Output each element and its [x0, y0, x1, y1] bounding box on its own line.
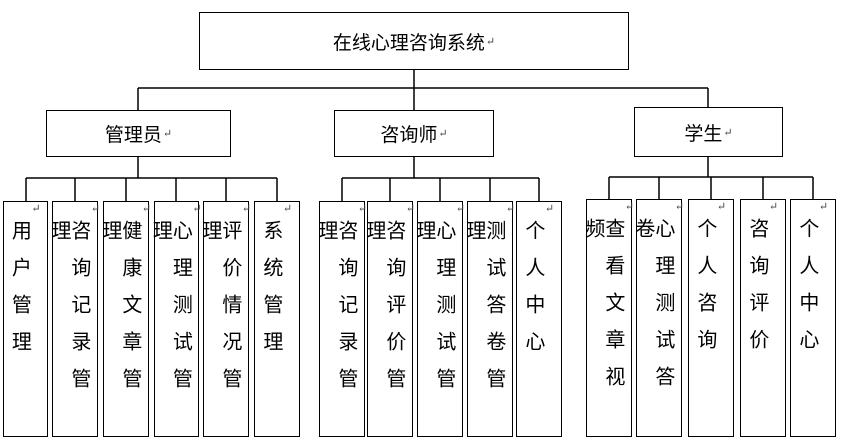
root-node-label: 在线心理咨询系统 — [332, 31, 485, 54]
function-node-label: 心理测试管理 — [149, 220, 194, 405]
function-node-label: 个人中心 — [795, 218, 820, 366]
function-node: 用户管理 ↵ — [3, 201, 48, 437]
return-mark-icon: ↵ — [505, 202, 516, 215]
function-node-label: 咨询评价管理 — [362, 220, 407, 405]
function-node-label: 系统管理 — [259, 220, 284, 368]
return-mark-icon: ↵ — [192, 202, 202, 215]
role-node-label: 管理员 — [104, 124, 162, 146]
role-node-admin: 管理员↵ — [46, 110, 231, 157]
function-node: 心理测试管理 ↵ — [412, 201, 466, 437]
function-node: 测试答卷管理 ↵ — [462, 201, 516, 437]
function-node: 咨询评价 ↵ — [740, 199, 786, 437]
return-mark-icon: ↵ — [141, 202, 152, 215]
return-mark-icon: ↵ — [241, 202, 252, 215]
return-mark-icon: ↵ — [357, 202, 368, 215]
return-mark-icon: ↵ — [723, 125, 733, 139]
function-node-label: 用户管理 — [8, 220, 33, 368]
return-mark-icon: ↵ — [455, 202, 466, 215]
function-node-label: 咨询记录管理 — [314, 220, 359, 405]
function-node-label: 咨询记录管理 — [47, 220, 92, 405]
function-node-label: 咨询评价 — [745, 218, 770, 366]
function-node: 评价情况管理 ↵ — [198, 201, 252, 437]
function-node-label: 测试答卷管理 — [462, 220, 507, 405]
return-mark-icon: ↵ — [162, 127, 173, 140]
return-mark-icon: ↵ — [282, 202, 293, 215]
root-node: 在线心理咨询系统↵ — [199, 12, 629, 70]
return-mark-icon: ↵ — [90, 202, 101, 215]
role-node-label: 咨询师 — [380, 124, 438, 146]
return-mark-icon: ↵ — [674, 200, 685, 213]
return-mark-icon: ↵ — [485, 34, 496, 48]
function-node-label: 查看文章视频 — [581, 218, 626, 403]
return-mark-icon: ↵ — [624, 200, 635, 213]
role-node-label: 学生 — [684, 122, 723, 145]
function-node: 系统管理 ↵ — [254, 201, 300, 437]
function-node-label: 心理测试答卷 — [631, 218, 676, 403]
role-node-counselor: 咨询师↵ — [334, 110, 494, 157]
return-mark-icon: ↵ — [768, 200, 779, 213]
function-node-label: 健康文章管理 — [98, 220, 143, 405]
return-mark-icon: ↵ — [818, 200, 829, 213]
function-node-label: 评价情况管理 — [198, 220, 243, 405]
function-node: 心理测试答卷 ↵ — [631, 199, 685, 437]
return-mark-icon: ↵ — [716, 200, 727, 213]
function-node: 咨询评价管理 ↵ — [362, 201, 416, 437]
return-mark-icon: ↵ — [438, 127, 448, 140]
role-node-student: 学生↵ — [634, 107, 783, 157]
function-node: 心理测试管理 ↵ — [149, 201, 202, 437]
function-node-label: 心理测试管理 — [412, 220, 457, 405]
return-mark-icon: ↵ — [544, 202, 555, 215]
function-node: 咨询记录管理 ↵ — [47, 201, 101, 437]
function-node: 查看文章视频 ↵ — [581, 199, 635, 437]
function-node: 个人中心 ↵ — [790, 199, 836, 437]
function-node: 个人咨询 ↵ — [688, 199, 734, 437]
function-node: 个人中心 ↵ — [516, 201, 562, 437]
return-mark-icon: ↵ — [31, 202, 41, 215]
function-node-label: 个人中心 — [521, 220, 546, 368]
function-node-label: 个人咨询 — [693, 218, 718, 366]
function-node: 咨询记录管理 ↵ — [314, 201, 368, 437]
function-node: 健康文章管理 ↵ — [98, 201, 152, 437]
return-mark-icon: ↵ — [405, 202, 416, 215]
